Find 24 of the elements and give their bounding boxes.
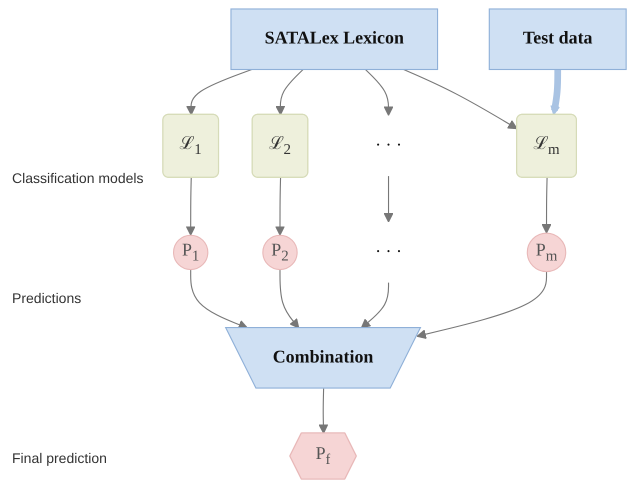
arrow: [186, 178, 196, 236]
arrow: [542, 178, 552, 234]
row-label: Classification models: [12, 170, 144, 186]
arrow: [275, 178, 285, 236]
row-label: Final prediction: [12, 450, 107, 466]
arrow: [365, 69, 394, 116]
row-label: Predictions: [12, 290, 82, 306]
arrow: [275, 69, 304, 116]
arrow: [550, 70, 562, 116]
node-box: SATALex Lexicon: [230, 8, 438, 70]
arrow: [403, 68, 518, 130]
arrow: [416, 272, 548, 340]
arrow: [318, 388, 328, 434]
arrow: [186, 68, 252, 116]
node-box: Test data: [488, 8, 627, 70]
node-circle: P$_{m}$: [526, 232, 566, 272]
arrow: [279, 270, 300, 329]
node-circle: P$_{2}$: [262, 234, 298, 270]
node-text: · · ·: [375, 136, 402, 155]
node-text: · · ·: [375, 242, 402, 262]
node-circle: P$_{1}$: [172, 234, 208, 270]
arrow: [360, 282, 390, 329]
arrow: [384, 176, 394, 223]
arrow: [190, 270, 248, 330]
